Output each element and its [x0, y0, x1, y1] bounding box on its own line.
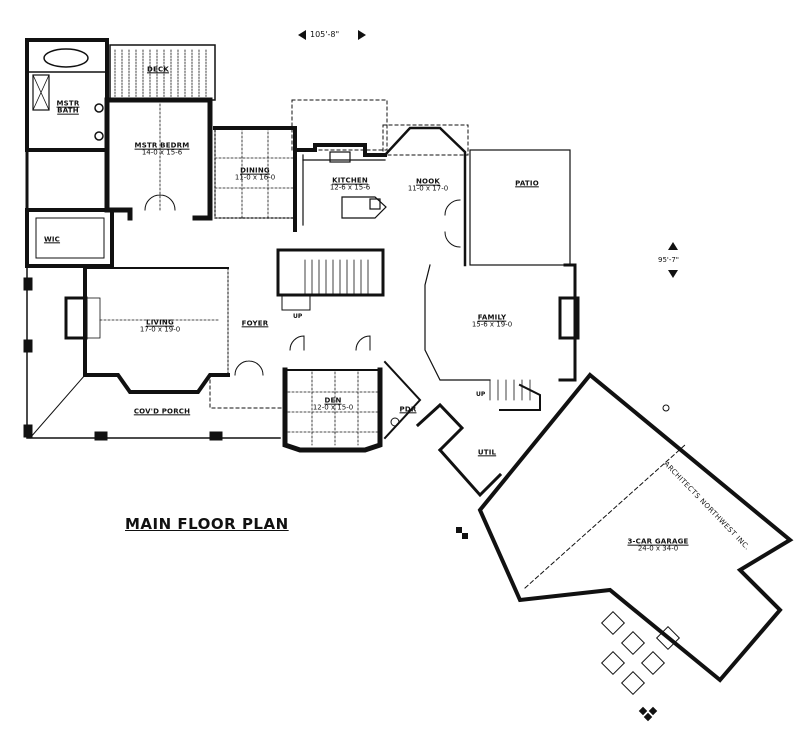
- room-patio: PATIO: [515, 179, 539, 188]
- room-wic: WIC: [43, 235, 61, 244]
- room-mstr-bath: MSTR BATH: [56, 99, 80, 115]
- overall-width-dimension: 105'-8": [310, 30, 340, 39]
- room-pdr: PDR: [399, 405, 417, 414]
- plan-title: MAIN FLOOR PLAN: [125, 515, 289, 533]
- room-covd-porch: COV'D PORCH: [133, 407, 191, 416]
- room-util: UTIL: [477, 448, 497, 457]
- room-deck: DECK: [147, 65, 169, 74]
- stair-up-label: UP: [293, 313, 303, 320]
- overall-depth-dimension: 95'-7": [658, 256, 680, 264]
- room-foyer: FOYER: [241, 319, 269, 328]
- stair-up-label: UP: [476, 391, 486, 398]
